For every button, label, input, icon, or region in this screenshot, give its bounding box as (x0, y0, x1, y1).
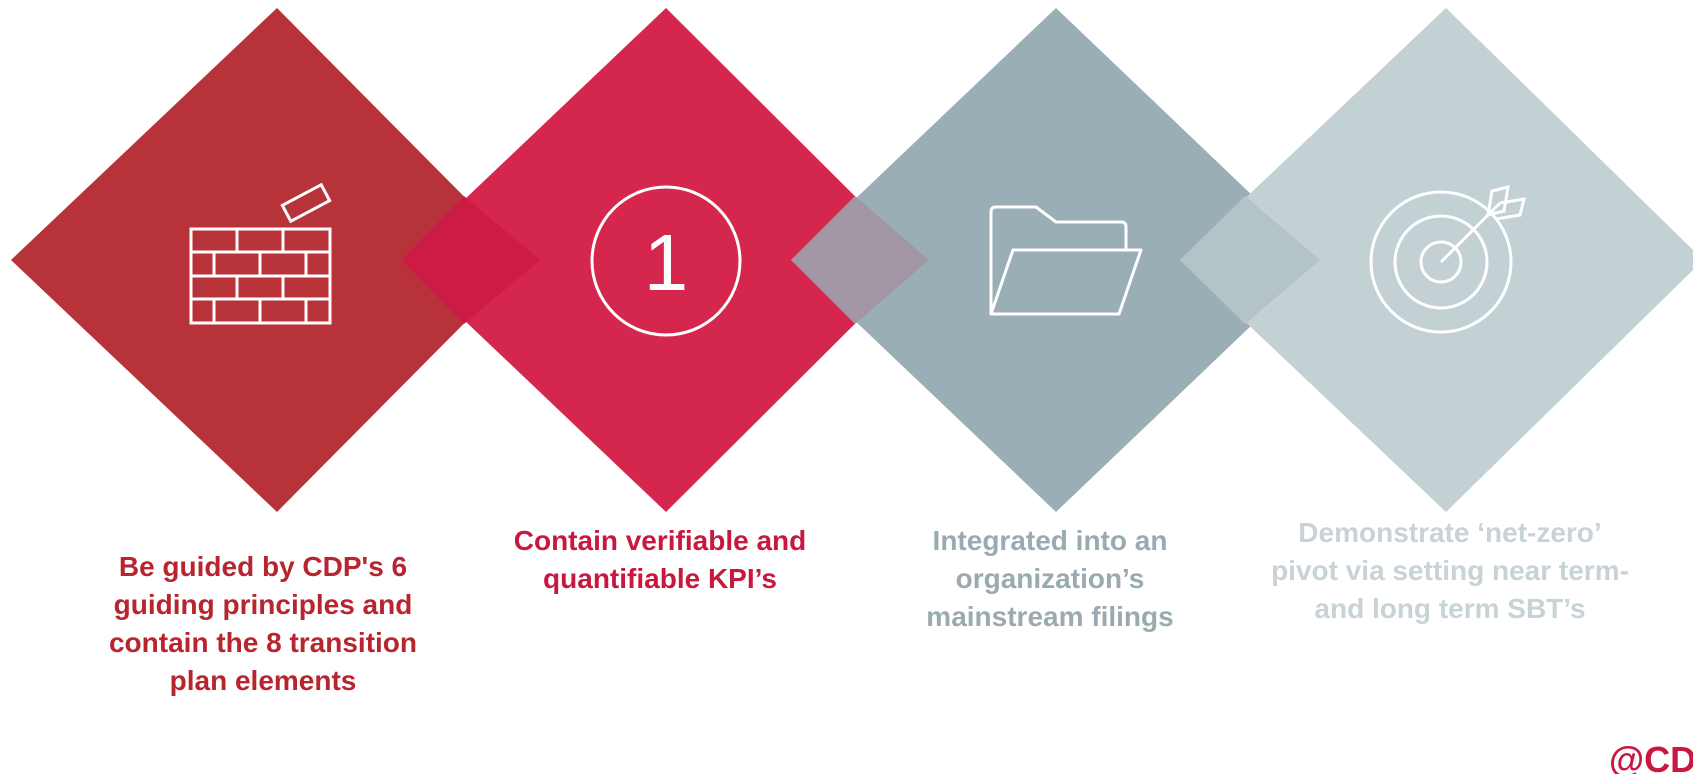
caption-text: Be guided by CDP's 6 guiding principles … (108, 551, 418, 696)
caption-text: Integrated into an organization’s mainst… (926, 525, 1174, 632)
overlap-3-4 (1180, 196, 1320, 324)
overlap-1-2 (401, 196, 540, 324)
overlap-2-3 (791, 196, 929, 324)
caption-step-4: Demonstrate ‘net-zero’ pivot via setting… (1270, 514, 1630, 628)
diamond-4 (1180, 8, 1693, 512)
folder-icon (989, 205, 1143, 316)
caption-step-2: Contain verifiable and quantifiable KPI’… (470, 522, 850, 598)
diamond-2 (401, 8, 919, 512)
caption-text: Contain verifiable and quantifiable KPI’… (513, 525, 807, 594)
brick-wall-icon (189, 182, 332, 325)
number-one-icon: 1 (590, 185, 742, 337)
diamond-1 (11, 8, 527, 512)
social-handle: @CDP (1609, 739, 1693, 774)
caption-step-3: Integrated into an organization’s mainst… (880, 522, 1220, 636)
step-number: 1 (644, 218, 689, 307)
caption-step-1: Be guided by CDP's 6 guiding principles … (98, 548, 428, 700)
caption-text: Demonstrate ‘net-zero’ pivot via setting… (1271, 517, 1629, 624)
target-icon (1369, 184, 1527, 334)
diamond-3 (791, 8, 1320, 512)
